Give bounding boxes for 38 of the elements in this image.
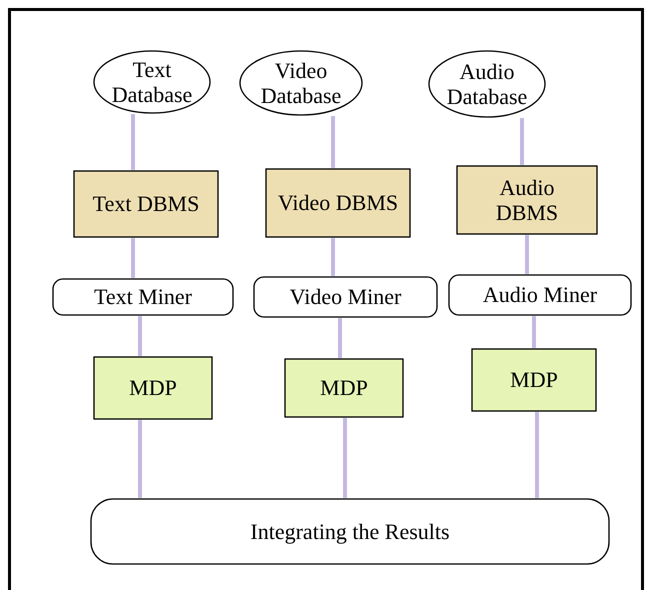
node-label: Audio Database xyxy=(446,58,528,110)
database-ellipse xyxy=(428,50,546,118)
node-label: Text Miner xyxy=(94,284,192,310)
node-label: Audio Miner xyxy=(482,282,598,308)
node-label: Text DBMS xyxy=(92,191,200,217)
miner-box xyxy=(253,276,438,318)
miner-box xyxy=(52,278,234,316)
results-box xyxy=(90,498,610,565)
connector-line xyxy=(138,420,142,498)
connector-line xyxy=(331,238,335,276)
dbms-box xyxy=(73,170,219,238)
dbms-box xyxy=(456,165,598,235)
database-ellipse xyxy=(93,50,211,114)
mdp-box xyxy=(284,358,404,418)
node-label: Video Miner xyxy=(290,284,402,310)
connector-line xyxy=(331,116,335,168)
miner-box xyxy=(448,274,632,316)
connector-line xyxy=(131,114,135,170)
database-ellipse xyxy=(239,50,363,116)
node-label: Text Database xyxy=(110,56,194,108)
connector-line xyxy=(338,318,342,358)
node-label: Video DBMS xyxy=(278,190,398,216)
connector-line xyxy=(535,412,539,498)
node-label: Integrating the Results xyxy=(250,518,450,544)
connector-line xyxy=(343,418,347,498)
mdp-box xyxy=(471,348,597,412)
connector-line xyxy=(532,316,536,348)
connector-line xyxy=(520,118,524,165)
node-label: Audio DBMS xyxy=(494,174,560,226)
node-label: MDP xyxy=(320,375,368,401)
connector-line xyxy=(138,316,142,356)
node-label: Video Database xyxy=(260,58,342,108)
dbms-box xyxy=(265,168,411,238)
mdp-box xyxy=(93,356,213,420)
connector-line xyxy=(525,235,529,274)
node-label: MDP xyxy=(510,367,558,393)
connector-line xyxy=(131,238,135,278)
node-label: MDP xyxy=(129,375,177,401)
